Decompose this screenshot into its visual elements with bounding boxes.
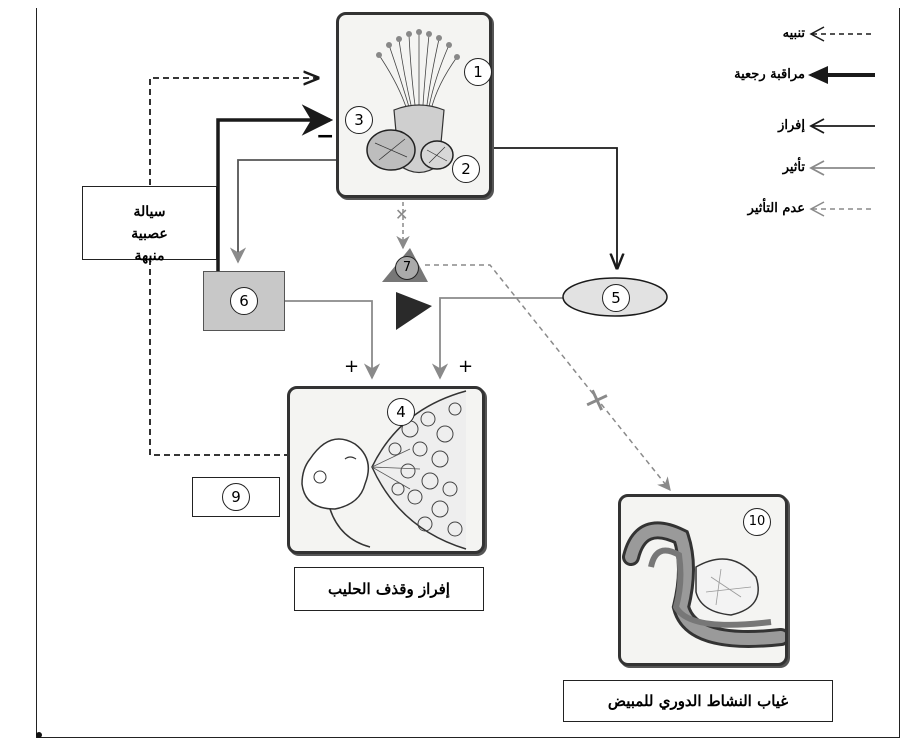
nerve-impulse-label: سيالة عصبية منبهة <box>131 204 168 264</box>
breastfeeding-panel <box>287 386 485 554</box>
legend-label: مراقبة رجعية <box>734 67 805 82</box>
legend-lines <box>808 26 875 217</box>
number-badge-3: 3 <box>345 106 373 134</box>
effect-5-to-breast <box>431 297 568 380</box>
hormone-triangle-dark-icon <box>396 292 432 330</box>
legend-label: تأثير <box>782 160 805 175</box>
legend-label: عدم التأثير <box>747 201 805 216</box>
nerve-impulse-box: سيالة عصبية منبهة <box>82 186 217 264</box>
no-effect-to-ovary <box>425 264 671 492</box>
minus-sign: − <box>316 124 335 149</box>
number-badge-10: 10 <box>743 508 771 536</box>
number-badge-7: 7 <box>395 256 419 280</box>
milk-label: إفراز وقذف الحليب <box>328 580 450 598</box>
ovary-label: غياب النشاط الدوري للمبيض <box>607 692 789 710</box>
secretion-to-5 <box>490 147 617 268</box>
milk-label-box: إفراز وقذف الحليب <box>294 567 484 611</box>
secretion-to-6 <box>229 159 338 264</box>
legend-label: إفراز <box>778 118 805 133</box>
block-cross-icon: ✕ <box>395 205 409 224</box>
number-badge-9: 9 <box>222 483 250 511</box>
legend-label: تنبيه <box>782 26 805 41</box>
number-badge-1: 1 <box>464 58 492 86</box>
hypothalamus-pituitary-illustration <box>366 29 460 174</box>
nursing-baby-illustration <box>301 390 467 550</box>
number-badge-5: 5 <box>602 284 630 312</box>
ovary-label-box: غياب النشاط الدوري للمبيض <box>563 680 833 722</box>
nerve-impulse-path <box>149 78 318 456</box>
plus-sign: + <box>344 356 360 377</box>
number-badge-6: 6 <box>230 287 258 315</box>
figure-frame <box>36 8 900 738</box>
number-badge-4: 4 <box>387 398 415 426</box>
effect-6-to-breast <box>285 300 381 380</box>
feedback-path <box>216 104 334 272</box>
plus-sign: + <box>458 356 474 377</box>
number-badge-2: 2 <box>452 155 480 183</box>
ovary-illustration <box>622 521 785 648</box>
corner-dot <box>36 732 42 738</box>
